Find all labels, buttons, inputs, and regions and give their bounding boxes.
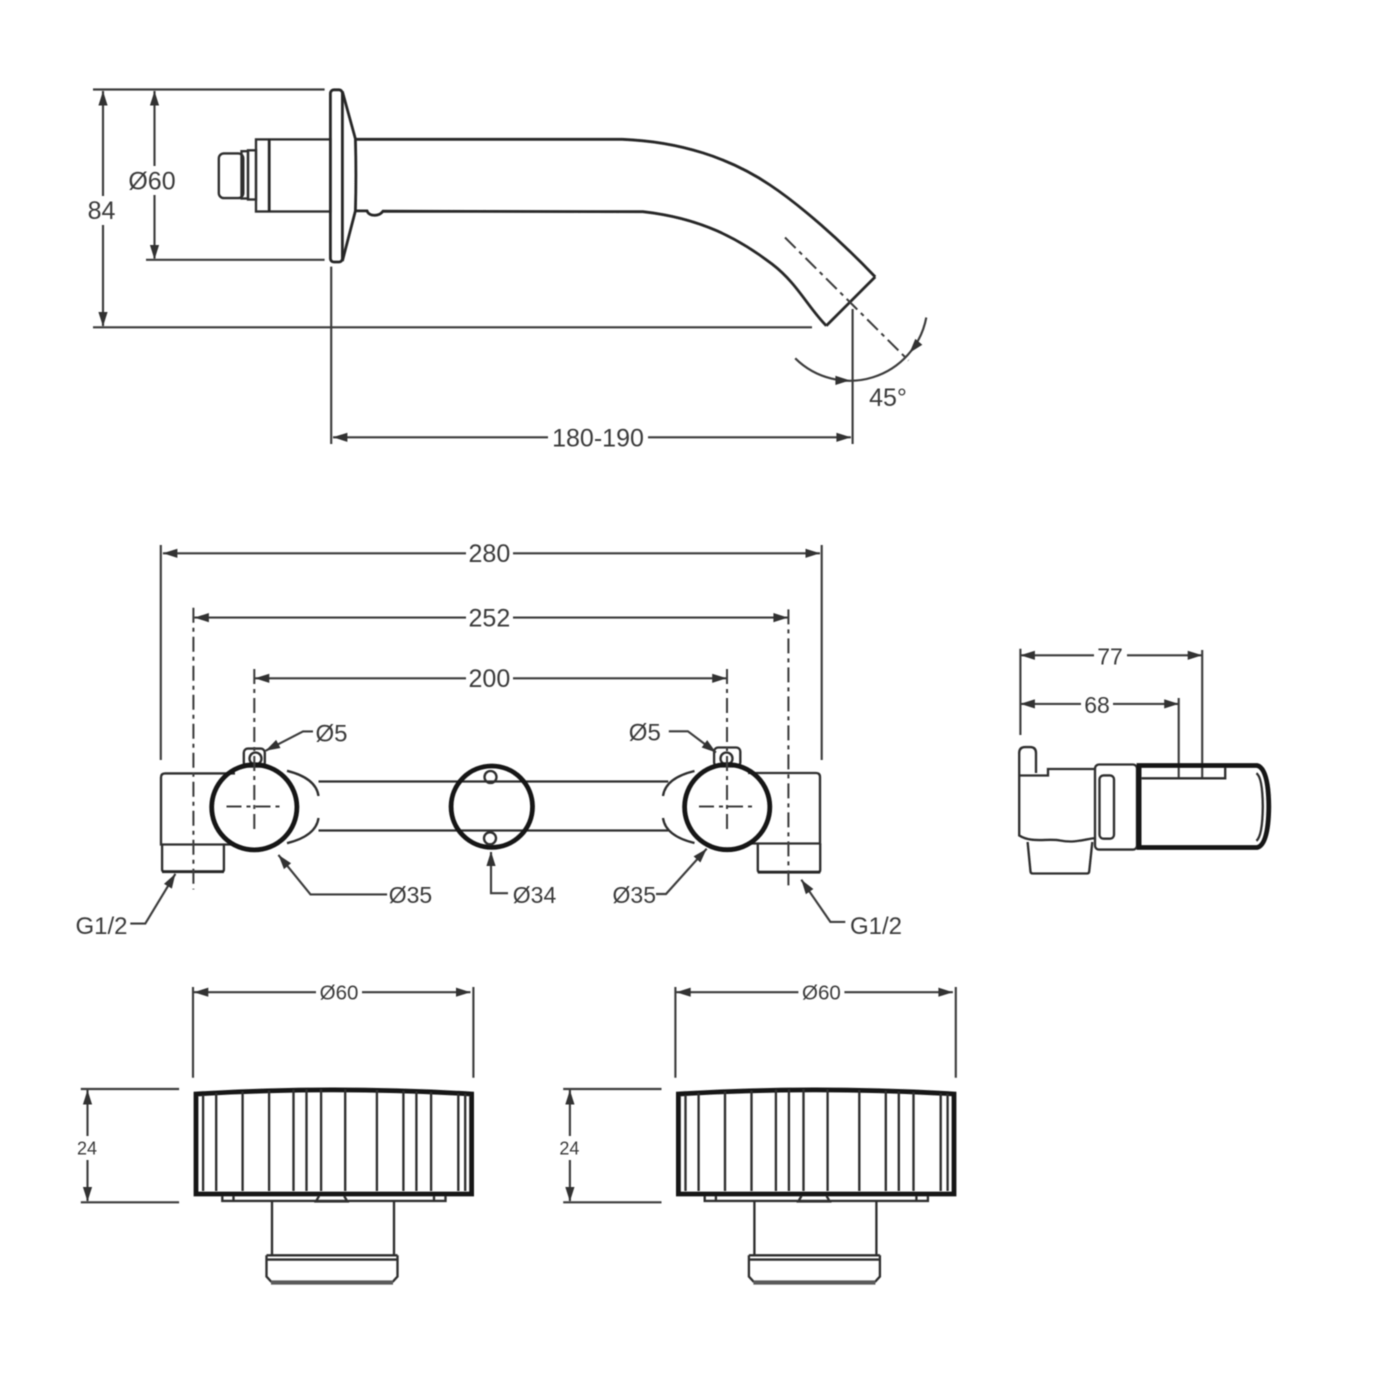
svg-text:Ø34: Ø34 [513, 882, 557, 908]
svg-text:G1/2: G1/2 [75, 913, 127, 940]
svg-text:68: 68 [1084, 692, 1110, 718]
svg-text:Ø60: Ø60 [320, 982, 359, 1005]
svg-text:24: 24 [77, 1139, 97, 1159]
svg-text:84: 84 [88, 197, 116, 225]
svg-text:Ø5: Ø5 [315, 720, 347, 747]
svg-text:24: 24 [559, 1139, 579, 1159]
svg-text:Ø60: Ø60 [802, 982, 841, 1005]
svg-text:77: 77 [1097, 643, 1123, 669]
svg-text:Ø5: Ø5 [629, 719, 661, 746]
svg-text:280: 280 [469, 540, 511, 568]
svg-text:G1/2: G1/2 [850, 913, 902, 940]
svg-text:200: 200 [469, 665, 511, 693]
svg-text:Ø35: Ø35 [389, 882, 432, 908]
svg-text:180-190: 180-190 [552, 425, 644, 453]
svg-text:Ø35: Ø35 [613, 882, 656, 908]
svg-text:45°: 45° [869, 384, 907, 412]
svg-text:252: 252 [469, 605, 511, 633]
svg-text:Ø60: Ø60 [128, 168, 175, 196]
